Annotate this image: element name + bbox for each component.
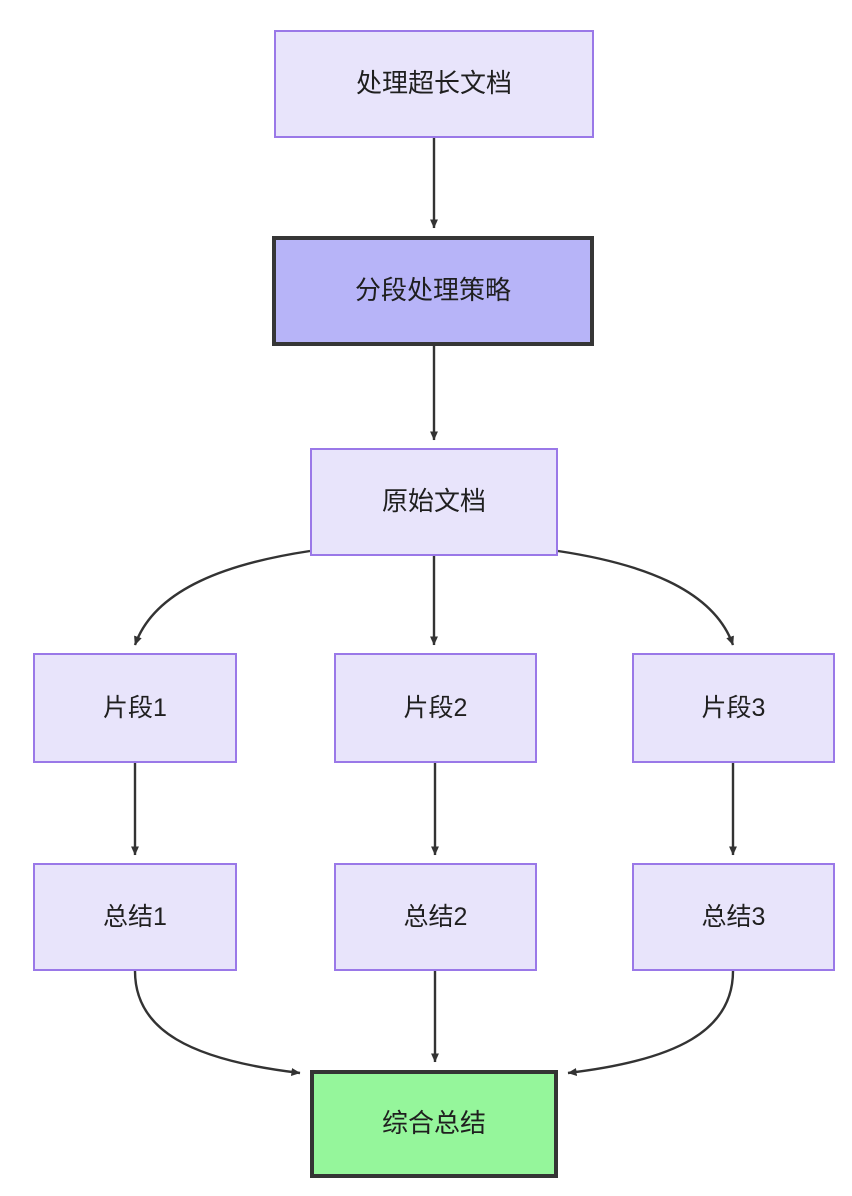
node-final-summary[interactable]: 综合总结 [310, 1070, 558, 1178]
node-summary-2[interactable]: 总结2 [334, 863, 537, 971]
edge-summary-3-to-final [567, 970, 735, 1076]
node-label: 总结1 [103, 903, 167, 931]
node-process-long-document[interactable]: 处理超长文档 [274, 30, 594, 138]
node-segment-3[interactable]: 片段3 [632, 653, 835, 763]
node-chunking-strategy[interactable]: 分段处理策略 [272, 236, 594, 346]
node-label: 总结3 [701, 903, 766, 931]
node-label: 片段1 [103, 694, 167, 722]
node-summary-1[interactable]: 总结1 [33, 863, 237, 971]
edge-source-to-segment-1 [133, 549, 311, 646]
node-label: 原始文档 [381, 486, 486, 517]
node-label: 综合总结 [381, 1108, 486, 1139]
node-label: 片段3 [701, 694, 766, 722]
node-source-document[interactable]: 原始文档 [310, 448, 558, 556]
edge-summary-1-to-final [133, 970, 301, 1076]
node-label: 总结2 [403, 903, 468, 931]
node-label: 片段2 [403, 694, 468, 722]
node-segment-1[interactable]: 片段1 [33, 653, 237, 763]
node-segment-2[interactable]: 片段2 [334, 653, 537, 763]
node-label: 分段处理策略 [354, 275, 511, 306]
node-label: 处理超长文档 [355, 68, 512, 99]
node-summary-3[interactable]: 总结3 [632, 863, 835, 971]
edge-source-to-segment-3 [557, 549, 735, 646]
